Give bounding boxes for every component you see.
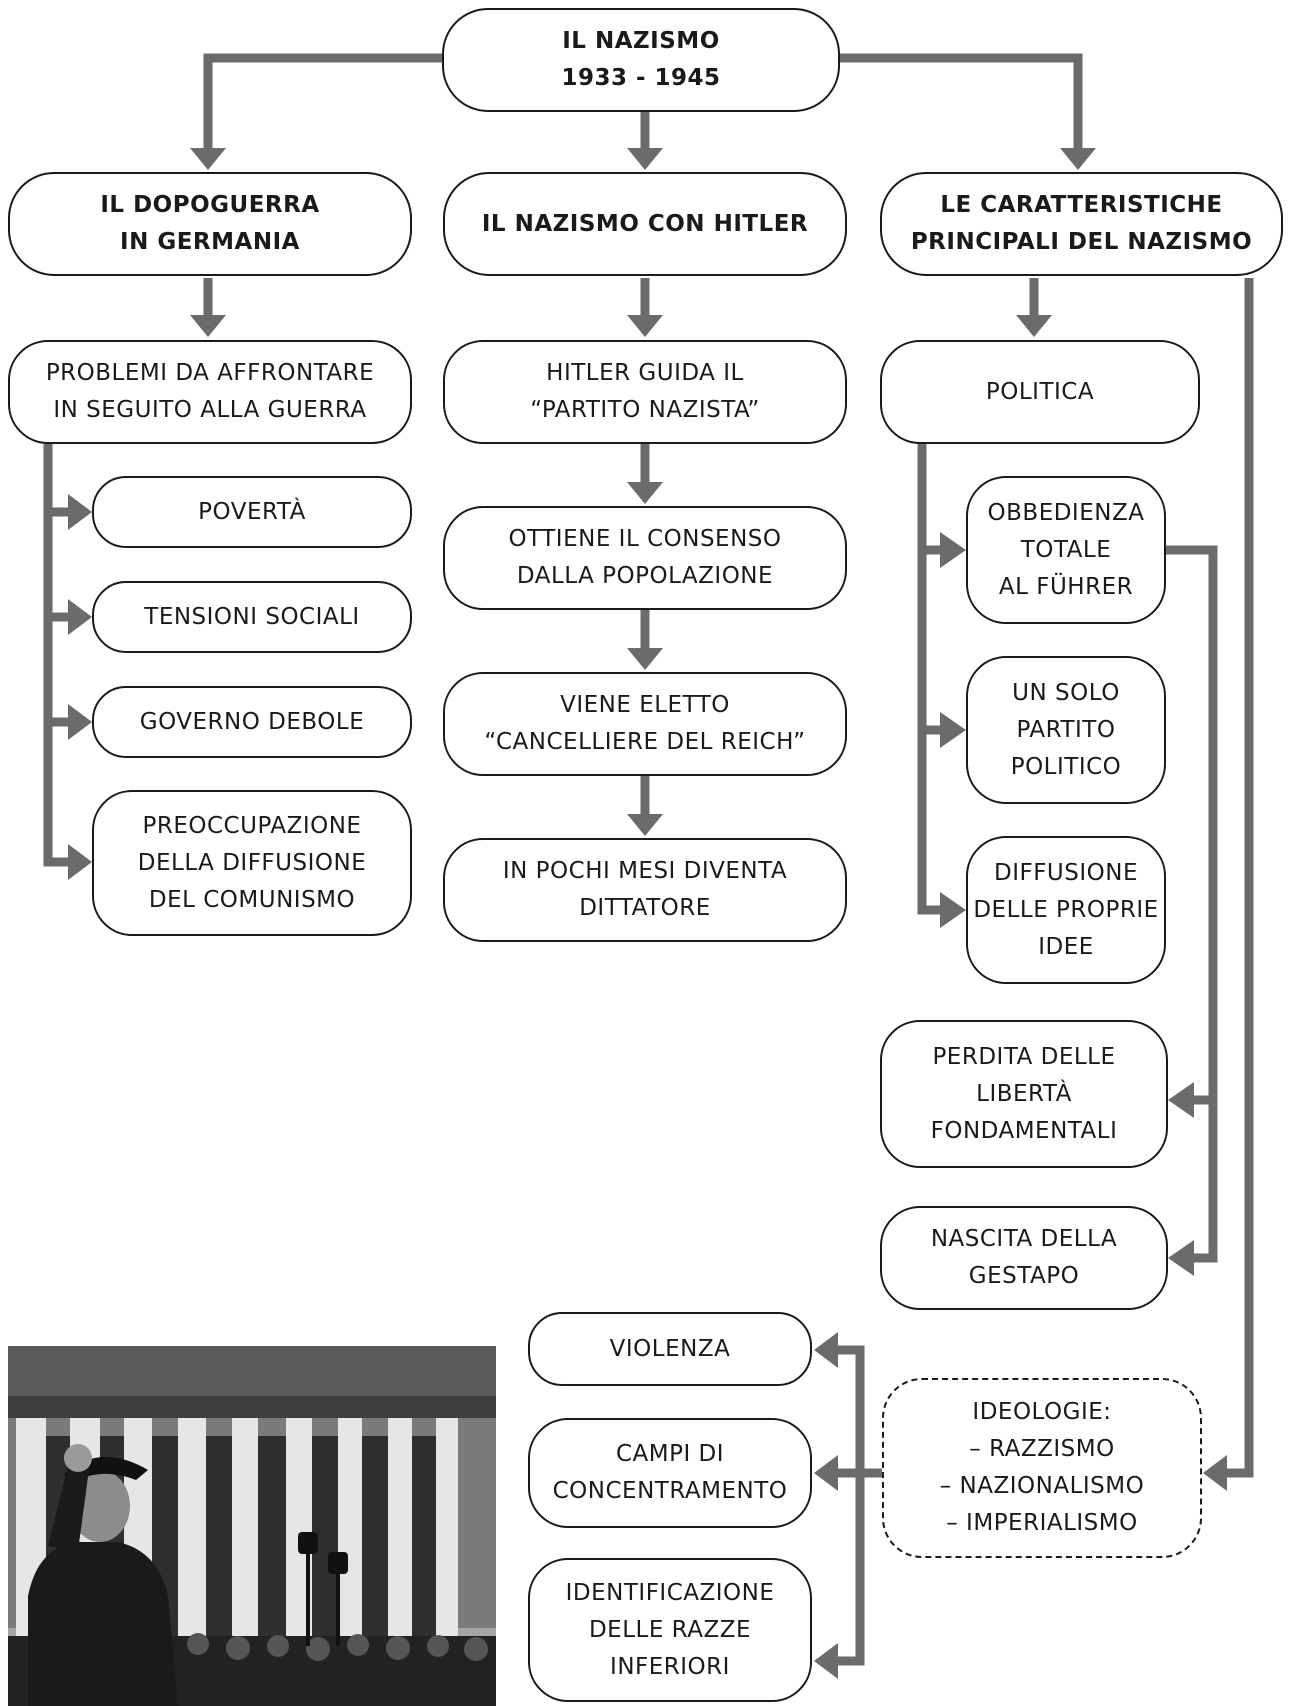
root-years: 1933 - 1945 [561, 65, 721, 91]
consequence-loss-freedom: PERDITA DELLE LIBERTÀ FONDAMENTALI [880, 1020, 1168, 1168]
politics-text: POLITICA [985, 378, 1095, 405]
problems-node: PROBLEMI DA AFFRONTARE IN SEGUITO ALLA G… [8, 340, 412, 444]
heading-postwar-text: IL DOPOGUERRA IN GERMANIA [100, 192, 320, 255]
step-party-leader: HITLER GUIDA IL “PARTITO NAZISTA” [443, 340, 847, 444]
politics-obedience-text: OBBEDIENZA TOTALE AL FÜHRER [987, 499, 1145, 600]
politics-spread-ideas: DIFFUSIONE DELLE PROPRIE IDEE [966, 836, 1166, 984]
step-consensus-text: OTTIENE IL CONSENSO DALLA POPOLAZIONE [508, 526, 782, 589]
problems-text: PROBLEMI DA AFFRONTARE IN SEGUITO ALLA G… [45, 360, 375, 423]
effect-camps-text: CAMPI DI CONCENTRAMENTO [552, 1441, 788, 1504]
problem-poverty: POVERTÀ [92, 476, 412, 548]
photo-illustration [8, 1346, 496, 1706]
politics-single-party-text: UN SOLO PARTITO POLITICO [1010, 679, 1122, 780]
politics-single-party: UN SOLO PARTITO POLITICO [966, 656, 1166, 804]
heading-features-text: LE CARATTERISTICHE PRINCIPALI DEL NAZISM… [910, 192, 1253, 255]
step-chancellor-text: VIENE ELETTO “CANCELLIERE DEL REICH” [484, 692, 806, 755]
ideologies-node: IDEOLOGIE: – RAZZISMO – NAZIONALISMO – I… [882, 1378, 1202, 1558]
problem-communism: PREOCCUPAZIONE DELLA DIFFUSIONE DEL COMU… [92, 790, 412, 936]
step-chancellor: VIENE ELETTO “CANCELLIERE DEL REICH” [443, 672, 847, 776]
step-consensus: OTTIENE IL CONSENSO DALLA POPOLAZIONE [443, 506, 847, 610]
root-title: IL NAZISMO [562, 28, 720, 54]
effect-violence-text: VIOLENZA [609, 1335, 731, 1362]
problem-poverty-text: POVERTÀ [198, 498, 306, 525]
step-dictator: IN POCHI MESI DIVENTA DITTATORE [443, 838, 847, 942]
ideologies-text: IDEOLOGIE: – RAZZISMO – NAZIONALISMO – I… [939, 1399, 1145, 1536]
heading-features: LE CARATTERISTICHE PRINCIPALI DEL NAZISM… [880, 172, 1283, 276]
step-party-leader-text: HITLER GUIDA IL “PARTITO NAZISTA” [530, 360, 760, 423]
heading-hitler: IL NAZISMO CON HITLER [443, 172, 847, 276]
politics-node: POLITICA [880, 340, 1200, 444]
heading-postwar: IL DOPOGUERRA IN GERMANIA [8, 172, 412, 276]
consequence-gestapo: NASCITA DELLA GESTAPO [880, 1206, 1168, 1310]
problem-weak-government-text: GOVERNO DEBOLE [139, 708, 365, 735]
effect-inferior-races-text: IDENTIFICAZIONE DELLE RAZZE INFERIORI [565, 1579, 775, 1680]
effect-camps: CAMPI DI CONCENTRAMENTO [528, 1418, 812, 1528]
effect-inferior-races: IDENTIFICAZIONE DELLE RAZZE INFERIORI [528, 1558, 812, 1702]
effect-violence: VIOLENZA [528, 1312, 812, 1386]
historical-photo [8, 1346, 496, 1706]
politics-obedience: OBBEDIENZA TOTALE AL FÜHRER [966, 476, 1166, 624]
heading-hitler-text: IL NAZISMO CON HITLER [481, 210, 809, 237]
politics-spread-ideas-text: DIFFUSIONE DELLE PROPRIE IDEE [973, 859, 1159, 960]
step-dictator-text: IN POCHI MESI DIVENTA DITTATORE [502, 858, 788, 921]
root-node: IL NAZISMO 1933 - 1945 [442, 8, 840, 112]
problem-social-tensions-text: TENSIONI SOCIALI [144, 603, 360, 630]
consequence-loss-freedom-text: PERDITA DELLE LIBERTÀ FONDAMENTALI [930, 1043, 1118, 1144]
consequence-gestapo-text: NASCITA DELLA GESTAPO [930, 1226, 1118, 1289]
problem-weak-government: GOVERNO DEBOLE [92, 686, 412, 758]
problem-communism-text: PREOCCUPAZIONE DELLA DIFFUSIONE DEL COMU… [137, 812, 367, 913]
problem-social-tensions: TENSIONI SOCIALI [92, 581, 412, 653]
